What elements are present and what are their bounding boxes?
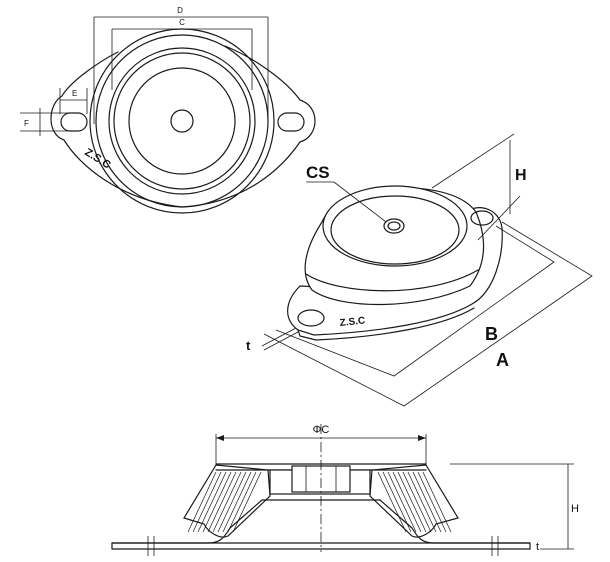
t-iso-label: t bbox=[246, 338, 251, 353]
top-view-center-hole bbox=[170, 109, 194, 133]
side-rubber-left bbox=[183, 464, 271, 538]
dim-d-label: D bbox=[177, 6, 183, 15]
t-side-label: t bbox=[536, 541, 539, 553]
top-view-ring-4 bbox=[113, 52, 251, 190]
side-hatching-left bbox=[187, 471, 262, 533]
side-hatching-right bbox=[377, 471, 452, 533]
iso-hole-left bbox=[297, 309, 325, 327]
dim-c-label: C bbox=[179, 18, 185, 27]
iso-threaded-hole bbox=[383, 218, 405, 234]
side-view: ΦC H t bbox=[111, 424, 579, 556]
side-rubber-right bbox=[369, 464, 459, 538]
dim-e-label: E bbox=[72, 89, 77, 98]
top-view: D C E F Z.S.C bbox=[20, 6, 316, 214]
dim-f-label: F bbox=[24, 119, 29, 128]
cs-label: CS bbox=[306, 163, 330, 182]
top-view-ring-inner bbox=[128, 67, 236, 175]
top-view-ring-3 bbox=[108, 47, 256, 195]
top-view-slot-left bbox=[60, 112, 88, 132]
top-view-slot-right bbox=[277, 112, 305, 132]
dim-b-label: B bbox=[485, 324, 498, 344]
h-side-label: H bbox=[571, 503, 579, 515]
iso-hole-right bbox=[470, 210, 494, 226]
dim-a-label: A bbox=[496, 350, 509, 370]
iso-top-cap bbox=[322, 185, 468, 267]
h-iso-label: H bbox=[515, 167, 527, 184]
iso-stamp: Z.S.C bbox=[339, 315, 366, 329]
top-view-stamp: Z.S.C bbox=[82, 146, 112, 171]
top-view-ring-2 bbox=[95, 34, 269, 208]
iso-view: Z.S.C CS H B A t bbox=[246, 133, 593, 407]
